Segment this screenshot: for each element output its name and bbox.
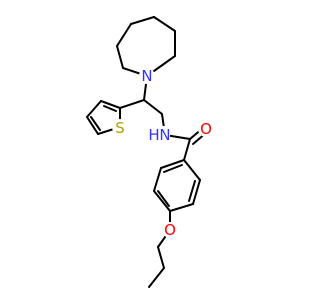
atom-labels: N S H N O O (112, 67, 214, 239)
nitrogen-azepane-label: N (139, 67, 155, 85)
carbonyl-oxygen-label: O (198, 120, 214, 138)
sulfur-text: S (115, 119, 125, 137)
amide-hydrogen-text: H (148, 126, 159, 144)
ether-oxygen-text: O (164, 221, 176, 239)
amide-nh-label: H N (148, 126, 171, 144)
benzene-ring (153, 159, 201, 212)
structure-svg: N S H N O O (86, 16, 214, 288)
nitrogen-azepane-text: N (141, 67, 152, 85)
amide-nitrogen-text: N (159, 126, 170, 144)
thiophene-ring (86, 99, 145, 135)
molecule-diagram: N S H N O O (86, 16, 214, 288)
carbonyl-oxygen-text: O (200, 120, 212, 138)
sulfur-label: S (112, 119, 128, 137)
ether-oxygen-label: O (162, 221, 178, 239)
azepane-ring (116, 16, 176, 77)
